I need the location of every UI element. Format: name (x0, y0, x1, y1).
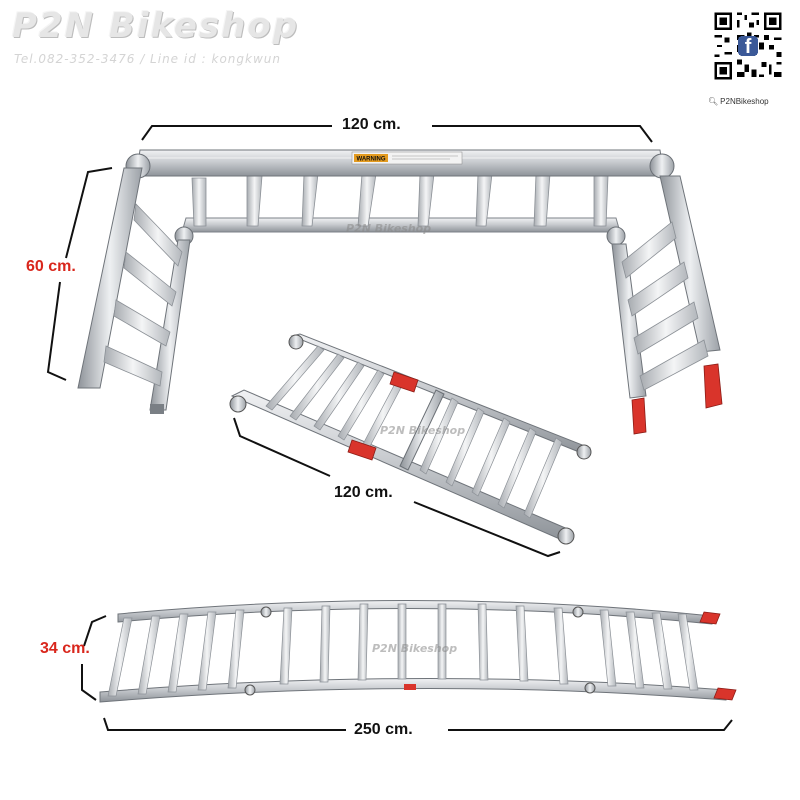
svg-text:f: f (745, 36, 752, 58)
brand-name: P2N Bikeshop (12, 6, 300, 46)
dimension-ramp-width: 34 cm. (40, 640, 90, 657)
brand-header: P2N Bikeshop Tel.082-352-3476 / Line id … (12, 6, 342, 66)
qr-code-icon: f (712, 10, 784, 82)
dimension-lines-bottom (81, 615, 733, 731)
red-label (404, 684, 416, 690)
magnifier-icon: 🔍︎ (708, 97, 719, 106)
red-grip (699, 611, 721, 625)
dimension-ramp-length: 250 cm. (354, 721, 413, 738)
watermark-bottom: P2N Bikeshop (372, 642, 457, 655)
ramp-folded-compact (229, 333, 592, 545)
red-grip (631, 397, 647, 435)
dimension-lines-top (46, 125, 653, 381)
watermark-middle: P2N Bikeshop (380, 424, 465, 437)
watermark-top: P2N Bikeshop (346, 222, 431, 235)
ramp-folded-u: WARNING (77, 149, 723, 435)
dimension-top-width: 120 cm. (342, 116, 401, 133)
warning-label-badge (354, 154, 388, 162)
red-grip (713, 687, 737, 701)
dimension-folded-length: 120 cm. (334, 484, 393, 501)
red-grip (703, 363, 723, 409)
red-grip (389, 371, 419, 393)
hinge-icon (606, 226, 626, 246)
top-rungs (191, 173, 609, 227)
left-leg (77, 167, 191, 414)
hinge-icon (649, 153, 675, 179)
qr-caption: 🔍︎P2NBikeshop (708, 97, 769, 106)
qr-caption-text: P2NBikeshop (720, 97, 769, 106)
brand-contact: Tel.082-352-3476 / Line id : kongkwun (14, 52, 281, 66)
bottom-rungs (107, 603, 699, 697)
right-leg (611, 175, 723, 435)
warning-label-text: WARNING (357, 157, 386, 163)
red-grip (347, 439, 377, 461)
middle-rungs (265, 345, 563, 519)
dimension-lines-middle (233, 417, 561, 558)
dimension-side-height: 60 cm. (26, 258, 76, 275)
ramp-extended (99, 599, 737, 703)
